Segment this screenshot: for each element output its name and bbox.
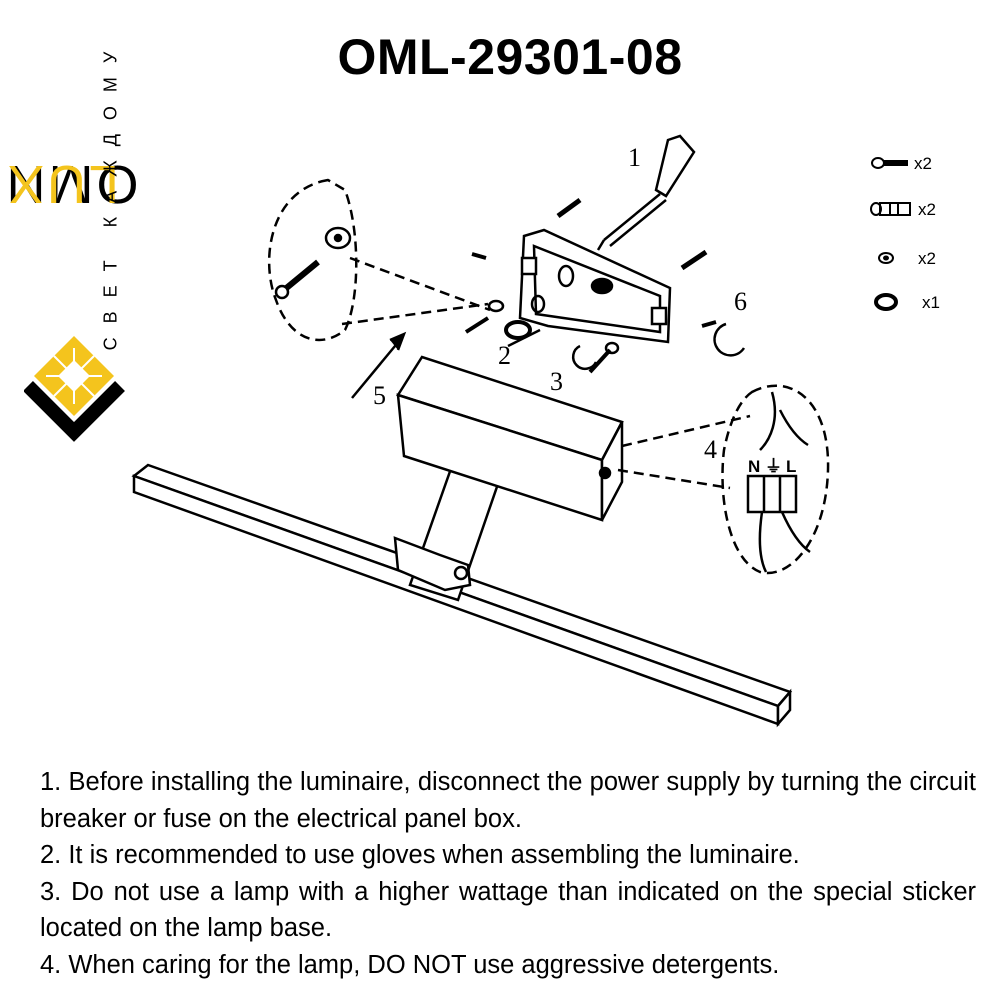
wire-label-live: L <box>786 457 796 476</box>
instruction-1: 1. Before installing the luminaire, disc… <box>40 768 976 833</box>
step-label-6: 6 <box>734 287 747 316</box>
instruction-3: 3. Do not use a lamp with a higher watta… <box>40 877 976 943</box>
installation-diagram: 1 2 3 4 5 6 N ⏚ L x2 x2 x2 x1 <box>131 134 940 728</box>
instruction-4: 4. When caring for the lamp, DO NOT use … <box>40 950 780 979</box>
instruction-2: 2. It is recommended to use gloves when … <box>40 841 800 869</box>
part-qty-washer: x2 <box>918 249 936 268</box>
step-label-4: 4 <box>704 435 717 464</box>
gasket-ring-icon <box>874 293 898 311</box>
loose-screws <box>464 197 717 374</box>
step-label-2: 2 <box>498 341 511 370</box>
wire-label-neutral: N <box>748 457 760 476</box>
part-qty-screw: x2 <box>914 154 932 173</box>
wall-fixing-callout <box>267 178 491 342</box>
part-qty-gasket: x1 <box>922 293 940 312</box>
washer-icon <box>878 252 894 264</box>
wall-box <box>396 355 624 522</box>
direction-arrows <box>351 322 746 399</box>
step-label-5: 5 <box>373 381 386 410</box>
safety-instructions: 1. Before installing the luminaire, disc… <box>40 764 976 983</box>
part-qty-plug: x2 <box>918 200 936 219</box>
screwdriver <box>596 134 696 251</box>
diamond-sun-icon <box>24 336 125 442</box>
document-title: OML-29301-08 <box>337 29 683 85</box>
step-label-3: 3 <box>550 367 563 396</box>
wiring-callout <box>617 384 830 575</box>
mounting-plate <box>518 228 672 344</box>
wall-plug-icon <box>870 202 911 216</box>
wire-label-earth: ⏚ <box>765 457 782 476</box>
parts-list: x2 x2 x2 x1 <box>870 154 940 312</box>
screw-icon <box>871 157 908 169</box>
step-label-1: 1 <box>628 143 641 172</box>
